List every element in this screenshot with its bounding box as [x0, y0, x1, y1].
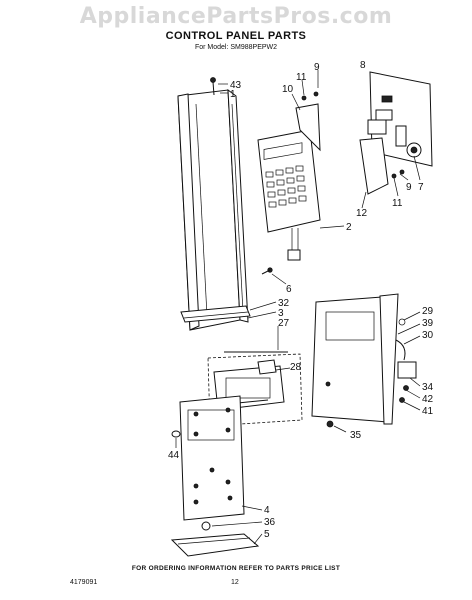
part-bottom-trim — [170, 533, 260, 557]
part-trim-strip — [180, 305, 251, 323]
callout-35: 35 — [350, 430, 362, 441]
part-front-lens — [179, 395, 245, 531]
callout-44: 44 — [168, 450, 180, 461]
callout-27: 27 — [278, 318, 290, 329]
page-title: CONTROL PANEL PARTS — [165, 30, 307, 42]
callout-4: 4 — [264, 505, 270, 516]
callout-8: 8 — [360, 60, 366, 71]
page-number: 12 — [231, 579, 239, 586]
watermark: AppliancePartsPros.com — [79, 4, 393, 29]
callout-10: 10 — [282, 84, 294, 95]
part-relay — [359, 137, 405, 195]
document-number: 4179091 — [70, 579, 98, 586]
part-screw-43 — [210, 77, 216, 96]
leader-lines — [175, 70, 421, 545]
callout-9-lower: 9 — [406, 182, 412, 193]
callout-28: 28 — [290, 362, 302, 373]
callout-32: 32 — [278, 298, 290, 309]
model-line: For Model: SM988PEPW2 — [194, 44, 278, 51]
part-bracket — [295, 91, 321, 152]
part-screw-6 — [261, 267, 273, 275]
part-control-panel-frame — [177, 88, 249, 331]
callout-42: 42 — [422, 394, 434, 405]
callout-6: 6 — [286, 284, 292, 295]
part-control-board — [367, 71, 433, 167]
callout-11: 11 — [296, 72, 307, 83]
callout-43: 43 — [230, 80, 242, 91]
callout-39: 39 — [422, 318, 434, 329]
part-nut-35 — [326, 420, 334, 428]
callout-2: 2 — [346, 222, 352, 233]
ordering-note: FOR ORDERING INFORMATION REFER TO PARTS … — [131, 565, 341, 572]
callout-29: 29 — [422, 306, 434, 317]
callout-9: 9 — [314, 62, 320, 73]
callout-34: 34 — [422, 382, 434, 393]
callout-5: 5 — [264, 529, 270, 540]
callout-30: 30 — [422, 330, 434, 341]
callout-1: 1 — [230, 89, 236, 100]
part-touch-panel — [257, 129, 321, 261]
callout-12: 12 — [356, 208, 368, 219]
callout-36: 36 — [264, 517, 276, 528]
callout-labels: 43 1 9 11 10 8 7 9 11 12 2 6 32 3 27 29 … — [168, 60, 434, 540]
part-mounting-plate — [311, 293, 417, 425]
callout-11-lower: 11 — [392, 198, 403, 209]
part-clip-44 — [171, 430, 181, 438]
callout-3: 3 — [278, 308, 284, 319]
callout-41: 41 — [422, 406, 434, 417]
callout-7: 7 — [418, 182, 424, 193]
